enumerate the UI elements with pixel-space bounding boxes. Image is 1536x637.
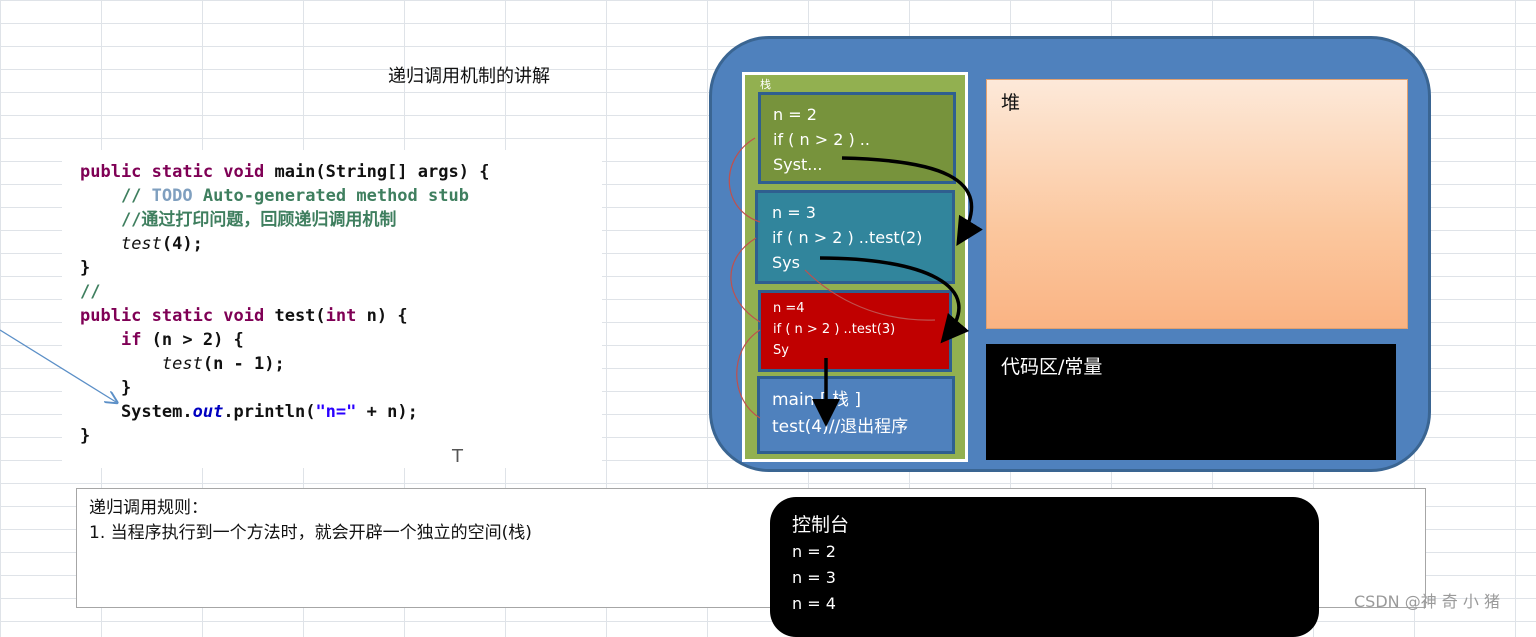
code-line: test(n - 1);	[80, 352, 489, 376]
frame-line: n = 3	[772, 203, 816, 222]
heap-label: 堆	[1001, 92, 1021, 114]
code-line: System.out.println("n=" + n);	[80, 400, 489, 424]
frame-line: Sy	[773, 343, 789, 358]
console-output-line: n = 4	[792, 594, 836, 613]
code-line: //	[80, 280, 489, 304]
frame-line: main [ 栈 ]	[772, 390, 861, 410]
code-token: main(String[]	[274, 162, 418, 182]
console-title: 控制台	[792, 514, 850, 536]
code-line: public static void test(int n) {	[80, 304, 489, 328]
watermark: CSDN @神 奇 小 猪	[1354, 592, 1500, 611]
code-token: //	[80, 282, 101, 302]
java-code-block: public static void main(String[] args) {…	[80, 160, 489, 448]
frame-line: if ( n > 2 ) ..test(3)	[773, 322, 896, 337]
code-token: }	[80, 258, 91, 278]
code-line: }	[80, 256, 489, 280]
frame-line: Sys	[772, 253, 800, 272]
stack-frame-main: main [ 栈 ] test(4)//退出程序	[757, 376, 955, 454]
code-area-label: 代码区/常量	[1001, 356, 1103, 378]
code-token: test(	[274, 306, 326, 326]
rules-item: 1. 当程序执行到一个方法时，就会开辟一个独立的空间(栈)	[89, 523, 532, 543]
frame-line: Syst...	[773, 155, 823, 174]
code-token: Auto-generated method stub	[192, 186, 469, 206]
stack-frame-n2: n = 2 if ( n > 2 ) .. Syst...	[758, 92, 956, 184]
code-line: test(4);	[80, 232, 489, 256]
code-line: }	[80, 424, 489, 448]
code-token: }	[80, 426, 91, 446]
code-token: if	[120, 330, 152, 350]
code-token: test	[120, 234, 162, 254]
console-output-line: n = 2	[792, 542, 836, 561]
code-token: ) {	[458, 162, 490, 182]
code-line: public static void main(String[] args) {	[80, 160, 489, 184]
code-token: args	[417, 162, 459, 182]
code-token: }	[80, 378, 132, 398]
frame-line: n =4	[773, 301, 805, 316]
frame-line: n = 2	[773, 105, 817, 124]
code-panel: public static void main(String[] args) {…	[62, 150, 602, 468]
code-token	[80, 330, 121, 350]
frame-line: if ( n > 2 ) ..test(2)	[772, 228, 923, 247]
stack-frame-n4: n =4 if ( n > 2 ) ..test(3) Sy	[758, 290, 952, 372]
code-token: n) {	[366, 306, 408, 326]
text-cursor-icon: T	[452, 446, 463, 467]
console-panel: 控制台 n = 2 n = 3 n = 4	[770, 497, 1319, 637]
code-token	[80, 234, 121, 254]
frame-line: if ( n > 2 ) ..	[773, 130, 870, 149]
frame-line: test(4)//退出程序	[772, 417, 909, 437]
code-token: System.	[80, 402, 193, 422]
code-token: out	[192, 402, 224, 422]
code-token: int	[325, 306, 367, 326]
code-token: "n="	[315, 402, 357, 422]
code-token: (4);	[161, 234, 203, 254]
rules-title: 递归调用规则：	[89, 498, 208, 518]
code-line: // TODO Auto-generated method stub	[80, 184, 489, 208]
code-token: (n > 2) {	[151, 330, 244, 350]
stack-label: 栈	[760, 78, 771, 91]
code-token: .println(	[223, 402, 316, 422]
code-token: (n - 1);	[202, 354, 285, 374]
code-token: public static void	[80, 306, 275, 326]
code-token: + n);	[356, 402, 418, 422]
code-token	[80, 354, 162, 374]
code-token: public static void	[80, 162, 275, 182]
stack-frame-n3: n = 3 if ( n > 2 ) ..test(2) Sys	[755, 190, 955, 284]
code-token: //通过打印问题，回顾递归调用机制	[80, 210, 397, 230]
console-output-line: n = 3	[792, 568, 836, 587]
heap-area: 堆	[986, 79, 1408, 329]
code-line: }	[80, 376, 489, 400]
code-token: //	[80, 186, 152, 206]
code-line: //通过打印问题，回顾递归调用机制	[80, 208, 489, 232]
code-token: TODO	[151, 186, 193, 206]
code-line: if (n > 2) {	[80, 328, 489, 352]
page-title: 递归调用机制的讲解	[388, 66, 550, 87]
code-constant-area: 代码区/常量	[986, 344, 1396, 460]
code-token: test	[161, 354, 203, 374]
